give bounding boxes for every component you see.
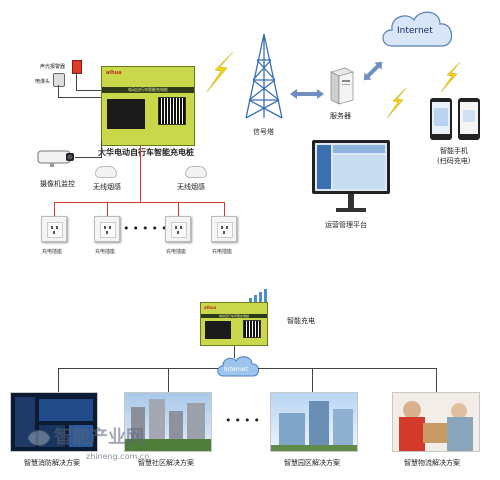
smart-charge-label: 智能充电 bbox=[287, 317, 315, 325]
solution-label-fire: 智慧消防解决方案 bbox=[24, 459, 80, 467]
charger-qr-icon bbox=[243, 320, 261, 338]
bottom-internet-label: Internet bbox=[224, 366, 248, 373]
solution-label-park: 智慧园区解决方案 bbox=[284, 459, 340, 467]
alarm-icon bbox=[72, 60, 82, 74]
double-arrow-icon bbox=[290, 84, 324, 99]
socket-wire-1 bbox=[54, 202, 55, 216]
solution-label-community: 智慧社区解决方案 bbox=[138, 459, 194, 467]
solution-image-community bbox=[124, 392, 212, 452]
lightning-icon bbox=[386, 87, 408, 119]
signal-tower-icon bbox=[242, 30, 286, 120]
tree-bus bbox=[258, 368, 436, 369]
solution-image-fire bbox=[10, 392, 98, 452]
charger-brand: alhua bbox=[204, 305, 217, 310]
socket-wire-main bbox=[140, 146, 141, 202]
socket-label: 充电插座 bbox=[212, 249, 233, 255]
charger-unit: alhua 电动自行车智能充电桩 bbox=[101, 66, 195, 146]
solution-label-logistics: 智慧物流解决方案 bbox=[404, 459, 460, 467]
charger-screen bbox=[205, 321, 231, 339]
socket-wire-3 bbox=[178, 202, 179, 216]
server-icon bbox=[327, 66, 355, 106]
charger-band: 电动自行车智能充电桩 bbox=[201, 314, 267, 318]
cloud-icon bbox=[378, 6, 458, 54]
smoke1-label: 无线烟感 bbox=[93, 183, 121, 191]
solution-image-park bbox=[270, 392, 358, 452]
charger-brand: alhua bbox=[106, 70, 122, 76]
tree-drop bbox=[168, 368, 169, 392]
smoke-sensor-icon bbox=[95, 166, 117, 178]
tree-drop bbox=[436, 368, 437, 392]
socket-wire-bus bbox=[54, 202, 224, 203]
socket-label: 充电插座 bbox=[95, 249, 116, 255]
smartphone-icon bbox=[458, 98, 480, 140]
camera-icon bbox=[36, 148, 76, 168]
charging-socket bbox=[94, 216, 120, 242]
phone-label-2: (扫码充电) bbox=[437, 157, 471, 165]
alarm-label: 声光报警器 bbox=[40, 64, 66, 70]
charger-qr-icon bbox=[158, 97, 186, 125]
double-arrow-icon bbox=[360, 58, 386, 84]
watermark-logo bbox=[26, 428, 52, 448]
tree-drop bbox=[312, 368, 313, 392]
watermark-text: 智能产业网 bbox=[54, 427, 144, 448]
smartphone-icon bbox=[430, 98, 452, 140]
cloud-icon bbox=[215, 354, 261, 380]
charging-socket bbox=[165, 216, 191, 242]
lightning-icon bbox=[205, 51, 235, 93]
charging-socket bbox=[41, 216, 67, 242]
tree-bus bbox=[58, 368, 218, 369]
phone-label-1: 智能手机 bbox=[440, 147, 468, 155]
alarm-wire-h bbox=[76, 90, 101, 91]
charger-connector bbox=[234, 346, 235, 358]
solution-image-logistics bbox=[392, 392, 480, 452]
smoke-sensor-icon bbox=[185, 166, 207, 178]
internet-label: Internet bbox=[397, 26, 433, 36]
signal-bars-icon bbox=[249, 286, 271, 302]
smoke2-label: 无线烟感 bbox=[177, 183, 205, 191]
platform-label: 运营管理平台 bbox=[325, 221, 367, 229]
socket-wire-2 bbox=[107, 202, 108, 216]
ellipsis: ••••• bbox=[123, 222, 171, 235]
charger-caption: 大华电动自行车智能充电桩 bbox=[98, 148, 194, 157]
sprinkler-wire bbox=[58, 85, 59, 97]
charger-band: 电动自行车智能充电桩 bbox=[102, 87, 194, 93]
alarm-wire bbox=[76, 72, 77, 90]
charging-socket bbox=[211, 216, 237, 242]
camera-label: 摄像机监控 bbox=[40, 180, 75, 188]
socket-wire-4 bbox=[224, 202, 225, 216]
monitor-icon bbox=[312, 140, 390, 220]
charger-unit: alhua 电动自行车智能充电桩 bbox=[200, 302, 268, 346]
sprinkler-wire-h bbox=[58, 97, 101, 98]
socket-label: 充电插座 bbox=[166, 249, 187, 255]
charger-screen bbox=[107, 99, 145, 129]
lightning-icon bbox=[440, 61, 462, 93]
camera-wire-v bbox=[101, 140, 102, 157]
socket-label: 充电插座 bbox=[42, 249, 63, 255]
sprinkler-icon bbox=[53, 73, 65, 87]
camera-wire bbox=[75, 157, 102, 158]
ellipsis: •••• bbox=[225, 414, 263, 427]
sprinkler-label: 喷淋头 bbox=[35, 79, 51, 85]
watermark-url: zhineng.com.cn bbox=[86, 452, 150, 461]
tower-label: 信号塔 bbox=[253, 128, 274, 136]
server-label: 服务器 bbox=[330, 112, 351, 120]
tree-drop bbox=[58, 368, 59, 392]
